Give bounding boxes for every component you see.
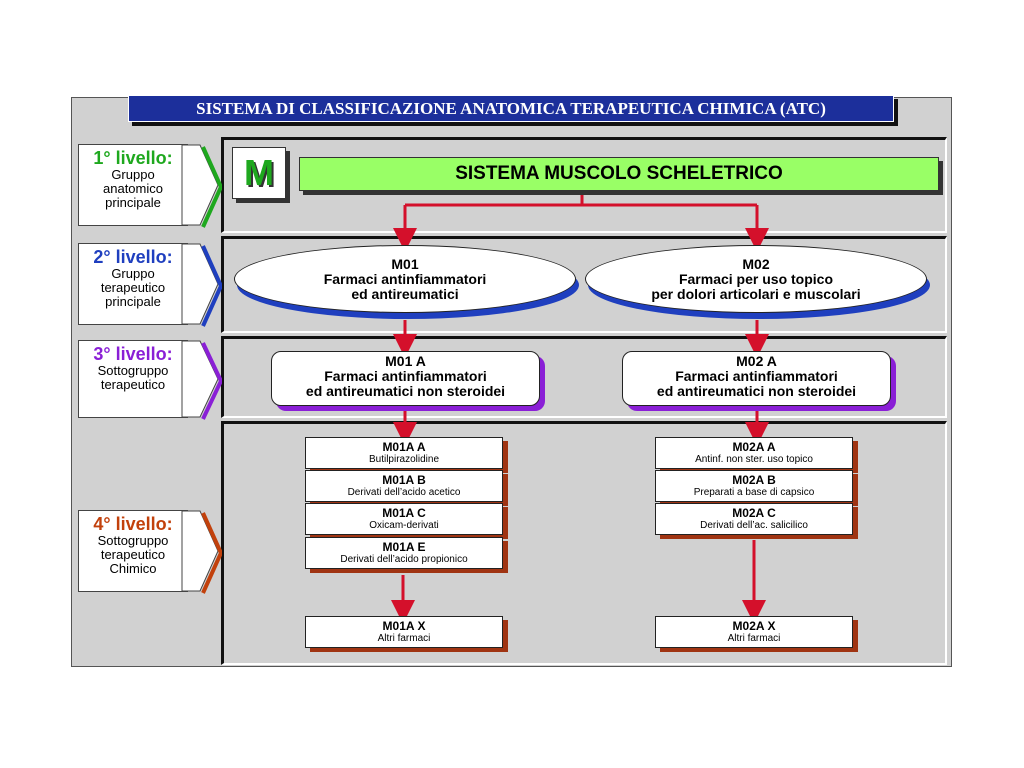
m02-code: M02 xyxy=(742,256,770,272)
m02-line-2: per dolori articolari e muscolari xyxy=(651,286,861,302)
level-2-heading: 2° livello: xyxy=(93,247,173,267)
level-3-node-m02a: M02 A Farmaci antinfiammatori ed antireu… xyxy=(622,351,891,406)
m02ax-name: Altri farmaci xyxy=(727,633,781,644)
m02ab-name: Preparati a base di capsico xyxy=(693,487,815,498)
level-3-node-m01a: M01 A Farmaci antinfiammatori ed antireu… xyxy=(271,351,540,406)
m02ax-code: M02A X xyxy=(732,619,776,633)
diagram-title: SISTEMA DI CLASSIFICAZIONE ANATOMICA TER… xyxy=(128,95,894,122)
m01ax-code: M01A X xyxy=(382,619,426,633)
m01a-code: M01 A xyxy=(385,353,426,369)
level-4-node-m02ab: M02A B Preparati a base di capsico xyxy=(655,470,853,502)
m02ab-code: M02A B xyxy=(732,473,776,487)
level-4-chevron-icon xyxy=(181,510,222,594)
level-1-desc-3: principale xyxy=(105,195,161,210)
m01-line-2: ed antireumatici xyxy=(351,286,459,302)
m01ac-code: M01A C xyxy=(382,506,426,520)
level-1-chevron-icon xyxy=(181,144,222,228)
level-2-label: 2° livello: Gruppo terapeutico principal… xyxy=(78,243,188,325)
level-2-chevron-icon xyxy=(181,243,222,327)
level-1-desc-1: Gruppo xyxy=(111,167,155,182)
m01-line-1: Farmaci antinfiammatori xyxy=(323,271,487,287)
level-4-desc-2: terapeutico xyxy=(100,547,166,562)
m01ax-name: Altri farmaci xyxy=(377,633,431,644)
m01aa-code: M01A A xyxy=(382,440,426,454)
group-name-banner: SISTEMA MUSCOLO SCHELETRICO xyxy=(299,157,939,191)
level-4-node-m02ac: M02A C Derivati dell’ac. salicilico xyxy=(655,503,853,535)
level-1-heading: 1° livello: xyxy=(93,148,173,168)
m02ac-name: Derivati dell’ac. salicilico xyxy=(700,520,808,531)
m01a-line-1: Farmaci antinfiammatori xyxy=(324,368,487,384)
level-2-node-m02: M02 Farmaci per uso topico per dolori ar… xyxy=(585,245,927,313)
m01ae-code: M01A E xyxy=(382,540,426,554)
m01ab-name: Derivati dell’acido acetico xyxy=(347,487,461,498)
level-3-heading: 3° livello: xyxy=(93,344,173,364)
level-3-desc-2: terapeutico xyxy=(100,377,166,392)
panel-level-2 xyxy=(221,236,947,333)
panel-level-1 xyxy=(221,137,947,233)
group-code-box: M xyxy=(232,147,286,199)
level-3-chevron-icon xyxy=(181,340,222,420)
m01ae-name: Derivati dell’acido propionico xyxy=(340,554,468,565)
level-3-desc-1: Sottogruppo xyxy=(97,363,169,378)
level-1-label: 1° livello: Gruppo anatomico principale xyxy=(78,144,188,226)
level-2-node-m01: M01 Farmaci antinfiammatori ed antireuma… xyxy=(234,245,576,313)
level-1-desc-2: anatomico xyxy=(103,181,163,196)
m02aa-code: M02A A xyxy=(732,440,776,454)
m01ac-name: Oxicam-derivati xyxy=(369,520,439,531)
level-4-node-m01ac: M01A C Oxicam-derivati xyxy=(305,503,503,535)
level-4-desc-1: Sottogruppo xyxy=(97,533,169,548)
m02-line-1: Farmaci per uso topico xyxy=(678,271,834,287)
level-2-desc-2: terapeutico xyxy=(100,280,166,295)
panel-level-3 xyxy=(221,336,947,418)
m01-code: M01 xyxy=(391,256,419,272)
level-4-node-m01ax: M01A X Altri farmaci xyxy=(305,616,503,648)
level-4-node-m01ae: M01A E Derivati dell’acido propionico xyxy=(305,537,503,569)
level-2-desc-3: principale xyxy=(105,294,161,309)
m01ab-code: M01A B xyxy=(382,473,426,487)
m02ac-code: M02A C xyxy=(732,506,776,520)
m02aa-name: Antinf. non ster. uso topico xyxy=(695,454,813,465)
level-4-node-m02ax: M02A X Altri farmaci xyxy=(655,616,853,648)
m02a-line-2: ed antireumatici non steroidei xyxy=(656,383,857,399)
m02a-line-1: Farmaci antinfiammatori xyxy=(675,368,838,384)
level-4-heading: 4° livello: xyxy=(93,514,173,534)
level-4-node-m02aa: M02A A Antinf. non ster. uso topico xyxy=(655,437,853,469)
level-4-node-m01ab: M01A B Derivati dell’acido acetico xyxy=(305,470,503,502)
level-3-label: 3° livello: Sottogruppo terapeutico xyxy=(78,340,188,418)
panel-level-4 xyxy=(221,421,947,665)
level-4-node-m01aa: M01A A Butilpirazolidine xyxy=(305,437,503,469)
m02a-code: M02 A xyxy=(736,353,777,369)
level-2-desc-1: Gruppo xyxy=(111,266,155,281)
m01aa-name: Butilpirazolidine xyxy=(368,454,440,465)
m01a-line-2: ed antireumatici non steroidei xyxy=(305,383,506,399)
level-4-desc-3: Chimico xyxy=(109,561,157,576)
